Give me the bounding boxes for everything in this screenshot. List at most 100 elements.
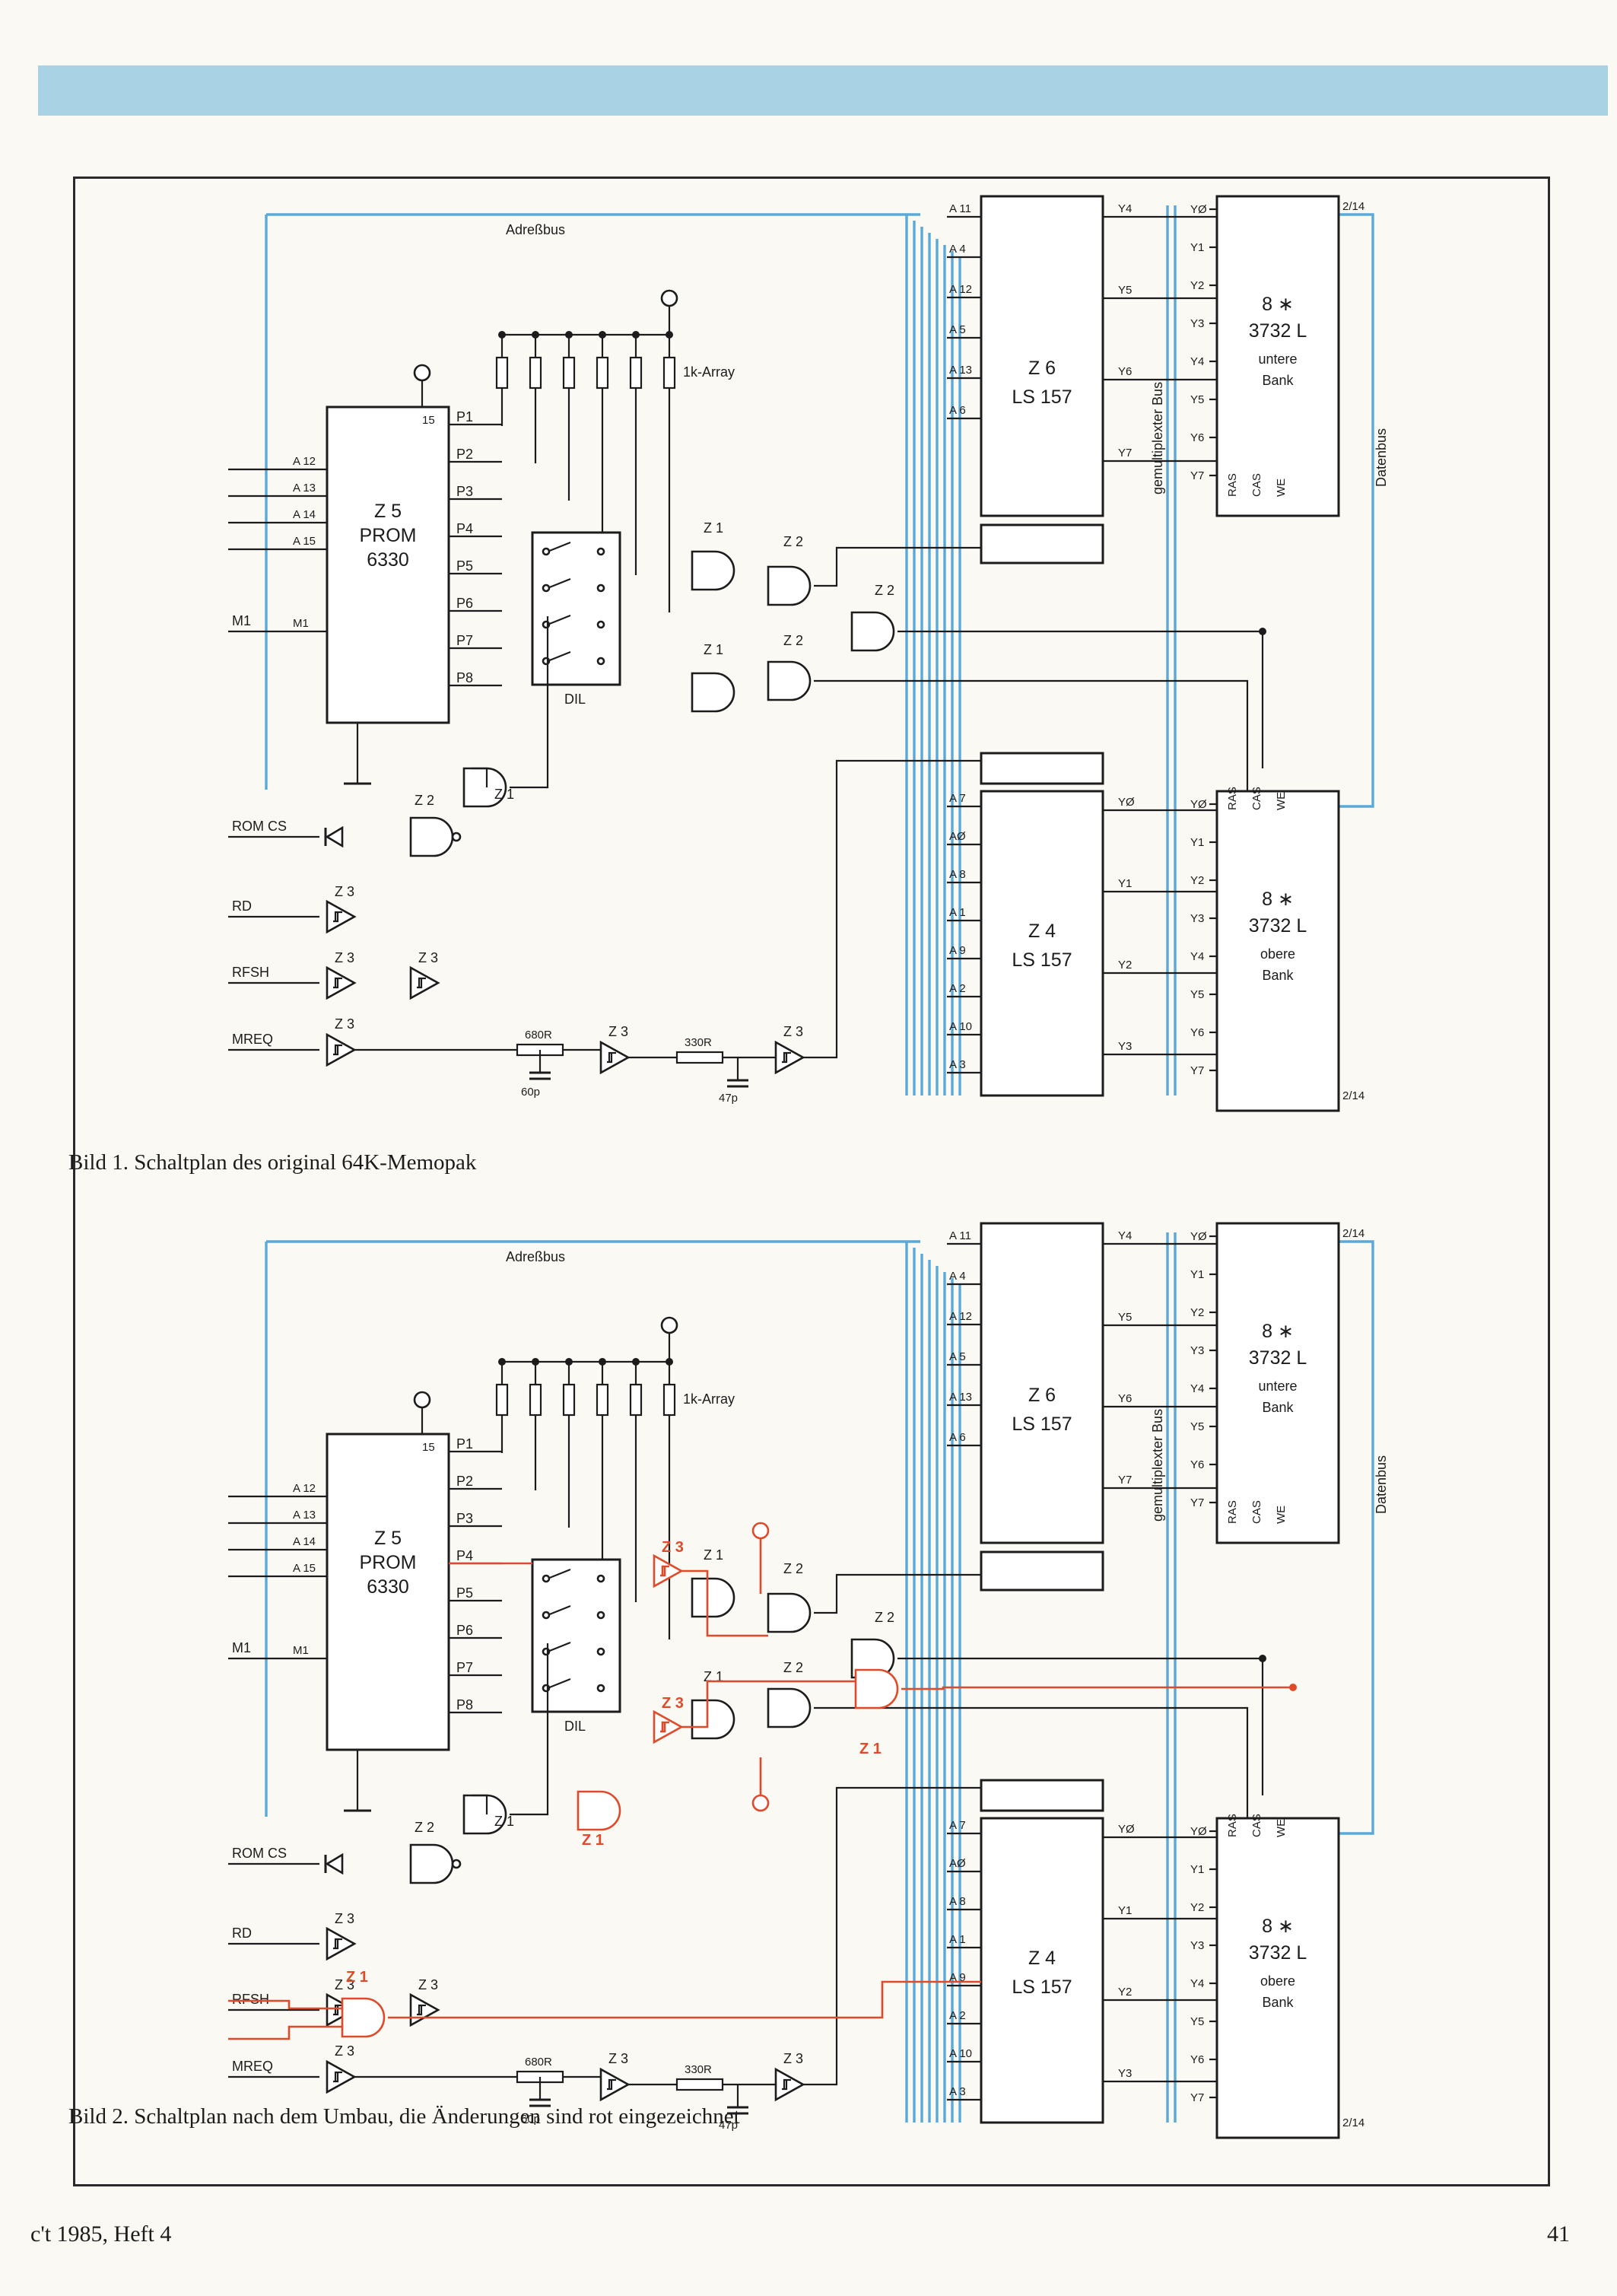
mux-input-label: A 8 — [949, 868, 966, 881]
mux-input-label: A 12 — [949, 1310, 972, 1323]
ram-upper-chip — [1215, 1222, 1340, 1544]
switch-contact — [542, 584, 551, 593]
ram-lower-control-label: WE — [1275, 792, 1288, 810]
ram-upper-control-label: WE — [1275, 479, 1288, 497]
change-wire — [228, 2025, 342, 2040]
ram-lower-pin-label: Y6 — [1190, 1026, 1204, 1039]
mux-input-label: A 4 — [949, 243, 966, 256]
ram-upper-bank-1: untere — [1258, 1379, 1297, 1394]
prom-output-label: P5 — [456, 1585, 473, 1601]
resistor-array-label: 1k-Array — [683, 1391, 735, 1407]
signal-label-rfsh: RFSH — [232, 1992, 269, 2007]
ram-upper-pin-label: Y5 — [1190, 393, 1204, 406]
new-buffer-z3 — [653, 1709, 684, 1744]
ram-upper-part: 3732 L — [1249, 1347, 1307, 1369]
ram-lower-pin-label: YØ — [1190, 798, 1207, 811]
mux-output-label: Y2 — [1118, 959, 1132, 972]
hysteresis-mark — [417, 977, 426, 989]
dil-label: DIL — [564, 692, 586, 707]
header-color-band — [38, 65, 1608, 116]
data-bus-label: Datenbus — [1374, 428, 1389, 487]
hysteresis-mark — [607, 1051, 616, 1064]
new-gate-z1-rd-rfsh — [341, 1997, 386, 2038]
buffer-z3-rfsh-2 — [409, 1992, 440, 2027]
buffer-z3-rd — [326, 1926, 357, 1961]
gate-z2-c — [767, 660, 812, 701]
hysteresis-mark — [782, 2078, 791, 2091]
change-wire — [228, 1999, 342, 2010]
new-vcc-symbol — [751, 1522, 770, 1540]
change-wire — [681, 1569, 768, 1637]
prom-output-label: P1 — [456, 409, 473, 425]
prom-output-label: P3 — [456, 1511, 473, 1526]
resistor — [495, 356, 509, 390]
mux-output-label: Y3 — [1118, 2067, 1132, 2080]
prom-ref: Z 5 — [374, 501, 402, 522]
inverter-bubble — [451, 832, 462, 842]
mux-input-label: A 5 — [949, 323, 966, 336]
inverter-bubble — [451, 1859, 462, 1869]
mux-output-label: Y2 — [1118, 1986, 1132, 1999]
ram-upper-count: 8 ∗ — [1262, 1321, 1294, 1342]
hysteresis-mark — [333, 2071, 342, 2083]
ram-lower-control-label: CAS — [1250, 1814, 1263, 1837]
resistor-330r — [675, 1051, 724, 1064]
gate-label: Z 3 — [418, 1977, 438, 1992]
change-label: Z 1 — [582, 1832, 604, 1849]
ram-upper-bank-2: Bank — [1262, 373, 1294, 388]
resistor — [495, 1383, 509, 1417]
mux-output-label: Y7 — [1118, 1474, 1132, 1487]
ram-lower-pin-label: Y5 — [1190, 988, 1204, 1001]
mux-upper-part: LS 157 — [1012, 1414, 1072, 1435]
mux-output-label: Y1 — [1118, 1904, 1132, 1917]
mux-input-label: A 5 — [949, 1350, 966, 1363]
mux-input-label: A 2 — [949, 982, 966, 995]
mux-input-label: A 10 — [949, 1020, 972, 1033]
ram-upper-pin-label: Y5 — [1190, 1420, 1204, 1433]
gate-z1-b — [691, 672, 735, 713]
gate-label: Z 3 — [783, 1024, 803, 1039]
gate-z1-b — [691, 1699, 735, 1740]
ram-lower-pin-label: Y2 — [1190, 874, 1204, 887]
ram-lower-control-label: WE — [1275, 1819, 1288, 1837]
ram-lower-out-label: 2/14 — [1342, 1089, 1364, 1102]
buffer-z3-rfsh — [326, 1992, 357, 2027]
gate-z1-a — [691, 1577, 735, 1618]
ram-lower-pin-label: Y3 — [1190, 912, 1204, 925]
resistor-label: 680R — [525, 2056, 552, 2069]
pin-number: 15 — [422, 414, 435, 427]
gate-wire — [472, 767, 488, 787]
footer-issue: c't 1985, Heft 4 — [30, 2221, 172, 2247]
signal-label-mreq: MREQ — [232, 2059, 273, 2074]
resistor — [596, 1383, 609, 1417]
mux-lower-chip — [980, 1817, 1104, 2124]
signal-label-m1: M1 — [232, 613, 251, 628]
prom-output-label: P6 — [456, 596, 473, 611]
gate-label: Z 2 — [415, 793, 434, 808]
resistor — [562, 1383, 576, 1417]
resistor — [629, 356, 643, 390]
ram-upper-pin-label: YØ — [1190, 203, 1207, 216]
gate-label: Z 3 — [335, 1016, 354, 1032]
mux-input-label: A 10 — [949, 2047, 972, 2060]
prom-input-label: A 14 — [293, 508, 316, 521]
ram-upper-control-label: RAS — [1226, 473, 1239, 497]
mux-upper-enable — [980, 1550, 1104, 1592]
gate-z2-b — [850, 611, 895, 652]
ram-lower-chip — [1215, 1817, 1340, 2139]
mux-upper-ref: Z 6 — [1028, 358, 1056, 379]
gate-label: Z 2 — [415, 1820, 434, 1835]
mux-input-label: A 3 — [949, 2085, 966, 2098]
gate-label: Z 3 — [418, 950, 438, 965]
mux-input-label: A 6 — [949, 1431, 966, 1444]
hysteresis-mark — [782, 1051, 791, 1064]
diode — [325, 1852, 344, 1875]
signal-label-rom-cs: ROM CS — [232, 1846, 287, 1861]
buffer-z3-mreq — [326, 1032, 357, 1067]
prom-chip — [326, 1433, 450, 1751]
vcc-symbol — [413, 364, 431, 382]
resistor-330r — [675, 2078, 724, 2091]
signal-label-rd: RD — [232, 1926, 252, 1941]
